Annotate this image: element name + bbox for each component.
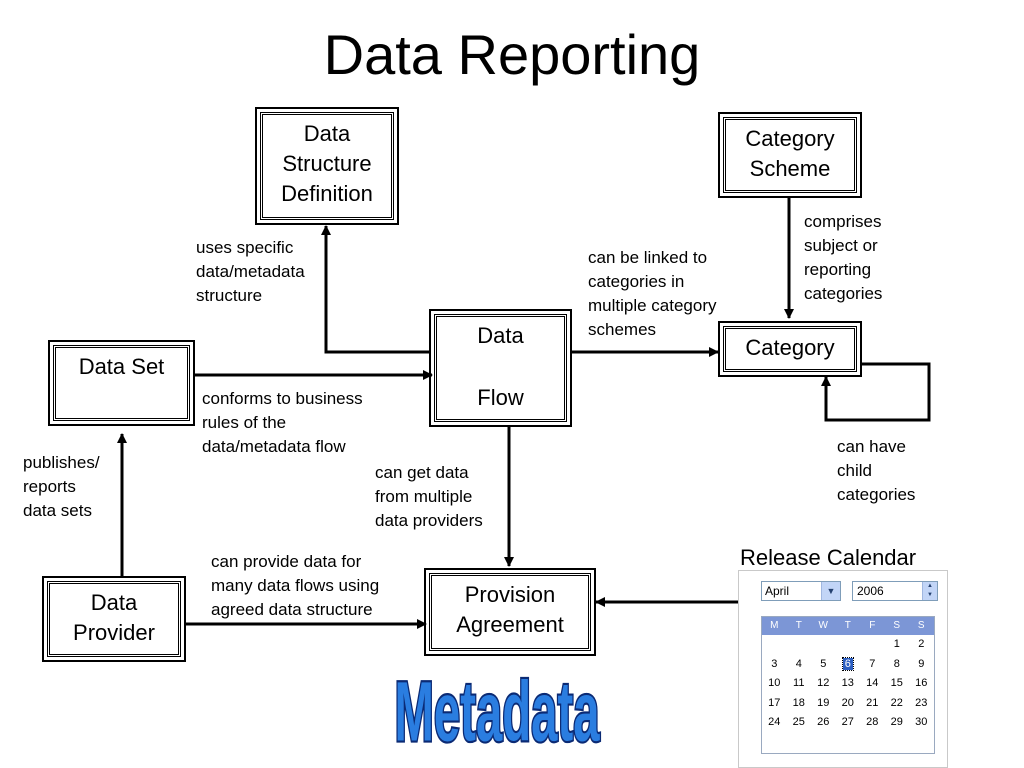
dsd-line-3: Definition — [281, 181, 373, 206]
calendar-year-spinner[interactable]: 2006 ▲▼ — [852, 581, 938, 601]
data-structure-definition-box: Data Structure Definition — [255, 107, 399, 225]
calendar-day[interactable]: 27 — [841, 716, 854, 728]
calendar-day[interactable]: 1 — [893, 638, 900, 650]
provision-agreement-line-1: Provision — [464, 582, 556, 607]
calendar-day[interactable]: 5 — [820, 657, 827, 670]
label-publishes: publishes/ reports data sets — [23, 453, 100, 520]
calendar-week-row: 17 18 19 20 21 22 23 — [762, 694, 934, 714]
calendar-day[interactable]: 3 — [771, 657, 778, 670]
calendar-month-value: April — [765, 584, 790, 598]
calendar-day[interactable]: 11 — [793, 677, 805, 689]
calendar-day[interactable]: 18 — [792, 696, 805, 709]
category-scheme-line-2: Scheme — [749, 156, 831, 181]
calendar-year-value: 2006 — [857, 584, 884, 598]
calendar-month-select[interactable]: April ▼ — [761, 581, 841, 601]
data-set-box: Data Set — [48, 340, 195, 426]
calendar-day[interactable]: 22 — [890, 696, 903, 709]
calendar-day[interactable]: 10 — [768, 677, 781, 689]
calendar-day — [762, 635, 787, 655]
calendar-weekday-label: S — [893, 620, 901, 631]
category-scheme-line-1: Category — [745, 126, 835, 151]
calendar-day[interactable]: 19 — [817, 696, 830, 709]
svg-text:Metadata: Metadata — [395, 672, 601, 759]
label-comprises: comprises subject or reporting categorie… — [804, 212, 883, 303]
calendar-day — [787, 635, 812, 655]
calendar-day[interactable]: 4 — [795, 657, 802, 670]
calendar-day — [860, 635, 885, 655]
data-provider-box: Data Provider — [42, 576, 186, 662]
chevron-down-icon[interactable]: ▼ — [821, 582, 840, 600]
data-provider-line-2: Provider — [73, 620, 155, 645]
arrow-flow-to-dsd — [321, 225, 430, 354]
page-title: Data Reporting — [323, 23, 701, 86]
spinner-arrows-icon[interactable]: ▲▼ — [922, 582, 937, 600]
calendar-weekday-label: S — [917, 620, 925, 631]
label-can-get-data: can get data from multiple data provider… — [375, 463, 483, 530]
data-set-label: Data Set — [78, 354, 165, 379]
calendar-day[interactable]: 9 — [918, 657, 925, 670]
label-uses-specific: uses specific data/metadata structure — [196, 238, 305, 305]
provision-agreement-box: Provision Agreement — [424, 568, 596, 656]
data-provider-line-1: Data — [90, 590, 138, 615]
data-flow-line-1: Data — [477, 323, 524, 348]
calendar-day — [836, 635, 861, 655]
calendar-day[interactable]: 25 — [792, 716, 805, 728]
calendar-weekday-label: W — [818, 620, 828, 631]
calendar-weekday-label: T — [844, 620, 851, 631]
arrow-category-loop — [821, 362, 931, 422]
label-conforms: conforms to business rules of the data/m… — [202, 389, 363, 456]
calendar-day[interactable]: 20 — [841, 696, 854, 709]
calendar-day[interactable]: 12 — [817, 677, 830, 689]
calendar-day[interactable]: 7 — [869, 657, 876, 670]
calendar-day[interactable]: 2 — [918, 638, 925, 650]
calendar-week-row: 10 11 12 13 14 15 16 — [762, 674, 934, 694]
calendar-day[interactable]: 24 — [768, 716, 781, 728]
provision-agreement-line-2: Agreement — [456, 612, 564, 637]
data-flow-box: Data Flow — [429, 309, 572, 427]
calendar-day[interactable]: 23 — [915, 696, 928, 709]
calendar-day[interactable]: 30 — [915, 716, 928, 728]
calendar-day[interactable]: 8 — [893, 657, 900, 670]
calendar-weekday-label: M — [770, 620, 779, 631]
calendar-day[interactable]: 28 — [866, 716, 879, 728]
calendar-week-row: 3 4 5 6 7 8 9 — [762, 655, 934, 675]
calendar-day[interactable]: 26 — [817, 716, 830, 728]
metadata-wordart-logo: Metadata — [393, 672, 602, 761]
calendar-day — [811, 635, 836, 655]
calendar-day[interactable]: 29 — [890, 716, 903, 728]
category-label: Category — [745, 335, 835, 360]
data-flow-line-2: Flow — [477, 385, 524, 410]
label-can-be-linked: can be linked to categories in multiple … — [588, 248, 717, 339]
calendar-day[interactable]: 21 — [866, 696, 879, 709]
calendar-day[interactable]: 13 — [841, 677, 854, 689]
calendar-day[interactable]: 17 — [768, 696, 781, 709]
calendar-day[interactable]: 16 — [915, 677, 928, 689]
calendar-weekday-label: T — [795, 620, 802, 631]
calendar-day[interactable]: 15 — [890, 677, 903, 689]
dsd-line-2: Structure — [282, 151, 372, 176]
calendar-day[interactable]: 14 — [866, 677, 879, 689]
calendar-weekday-label: F — [869, 620, 876, 631]
dsd-line-1: Data — [303, 121, 351, 146]
category-box: Category — [718, 321, 862, 377]
label-can-provide: can provide data for many data flows usi… — [211, 552, 380, 619]
label-can-have-child: can have child categories — [837, 437, 916, 504]
calendar-day[interactable]: 6 — [841, 656, 854, 671]
release-calendar-title: Release Calendar — [740, 545, 917, 570]
category-scheme-box: Category Scheme — [718, 112, 862, 198]
calendar-week-row: 24 25 26 27 28 29 30 — [762, 713, 934, 733]
